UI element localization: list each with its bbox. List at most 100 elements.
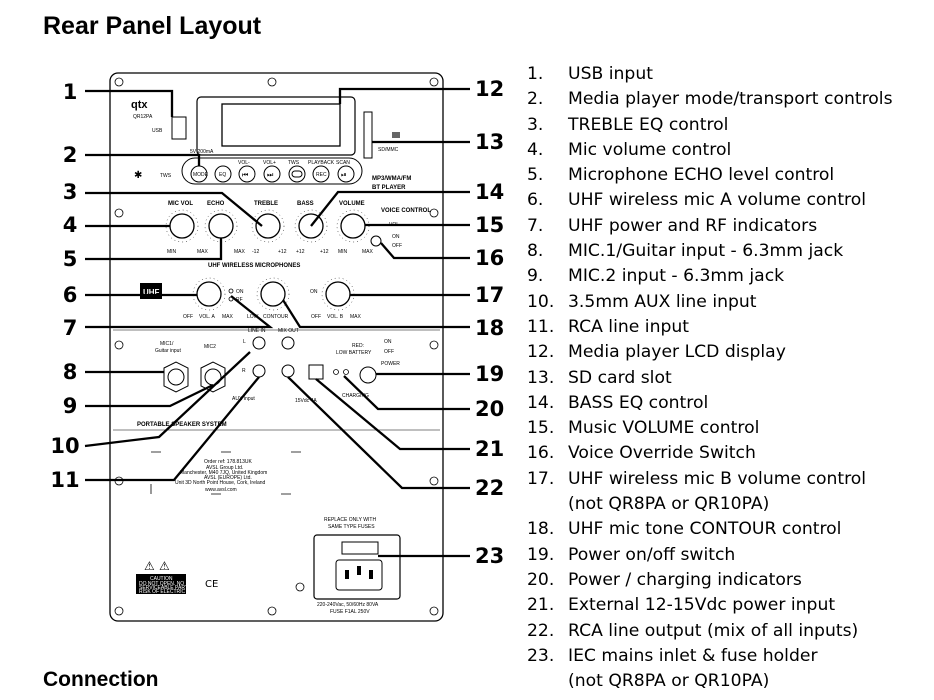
scale-label: MIN [338, 249, 348, 255]
legend-number: 23. [527, 645, 555, 666]
legend-item: 6.UHF wireless mic A volume control [527, 188, 893, 213]
rca-mix-out-left[interactable] [281, 336, 295, 350]
next-button[interactable]: ⏭ [263, 165, 281, 183]
sd-card-slot[interactable] [363, 111, 373, 159]
callout-leader [310, 190, 470, 227]
contour-label: CONTOUR [263, 314, 289, 320]
play-pause-button[interactable]: ⏯ [337, 165, 355, 183]
legend-text: UHF wireless mic A volume control [568, 190, 867, 211]
legend-item: 20.Power / charging indicators [527, 568, 893, 593]
scale-label: MAX [234, 249, 246, 255]
usb-port[interactable] [171, 116, 187, 140]
player-label: MP3/WMA/FM [372, 176, 411, 182]
rec-button[interactable]: REC [312, 165, 330, 183]
mic1-label: MIC1/ [160, 341, 174, 347]
warning-icon: ⚠ [159, 559, 170, 573]
power-label: POWER [381, 361, 400, 367]
rca-line-in-left[interactable] [252, 336, 266, 350]
iec-socket[interactable] [335, 559, 383, 591]
media-player-module [196, 96, 356, 156]
legend-item: 8.MIC.1/Guitar input - 6.3mm jack [527, 239, 893, 264]
callout-number: 21 [475, 437, 504, 461]
legend-item: 4.Mic volume control [527, 138, 893, 163]
callout-leader [287, 376, 470, 490]
legend-text-continued: (not QR8PA or QR10PA) [568, 671, 770, 692]
legend-text: 3.5mm AUX line input [568, 291, 757, 312]
fuse-holder[interactable] [341, 541, 379, 555]
screw-hole [267, 77, 277, 87]
prev-button[interactable]: ⏮ [238, 165, 256, 183]
scale-label: MAX [197, 249, 209, 255]
legend-item: 9.MIC.2 input - 6.3mm jack [527, 264, 893, 289]
legend-item: 12.Media player LCD display [527, 340, 893, 365]
caution-label [136, 574, 186, 594]
callout-number: 11 [50, 468, 79, 492]
repeat-icon [291, 170, 303, 178]
legend-number: 13. [527, 367, 555, 388]
legend-number: 15. [527, 418, 555, 439]
legend-item: 10.3.5mm AUX line input [527, 290, 893, 315]
scale-label: MAX [362, 249, 374, 255]
legend-number: 20. [527, 569, 555, 590]
mic1-jack[interactable] [163, 361, 189, 393]
callout-number: 5 [63, 247, 78, 271]
callout-leader [85, 238, 223, 261]
fuse-header-2: SAME TYPE FUSES [328, 524, 375, 530]
legend-item: 2.Media player mode/transport controls [527, 87, 893, 112]
voice-override-switch[interactable] [370, 235, 382, 247]
legend-text: RCA line input [568, 316, 690, 337]
legend-number: 3. [527, 114, 544, 135]
aux-label: AUX Input [232, 396, 255, 402]
player-key-label: TWS [288, 160, 300, 166]
voice-on-label: ON [392, 234, 400, 240]
player-label-2: BT PLAYER [372, 185, 406, 191]
player-key-label: PLAYBACK [308, 160, 335, 166]
player-key-label: VOL+ [263, 160, 276, 166]
address-line: AVSL Group Ltd. [206, 465, 243, 471]
portable-label: PORTABLE SPEAKER SYSTEM [137, 422, 227, 428]
uhf-badge-label: UHF [143, 288, 160, 297]
scale-label: MIN [167, 249, 177, 255]
legend-number: 17. [527, 468, 555, 489]
lcd-display [221, 103, 341, 147]
legend-text: SD card slot [568, 367, 672, 388]
callout-number: 9 [63, 394, 78, 418]
section-heading: Connection [43, 668, 159, 691]
treble-knob[interactable] [251, 209, 285, 243]
next-icon: ⏭ [267, 171, 274, 179]
legend-text: Microphone ECHO level control [568, 165, 835, 186]
mode-button-label: MODE [193, 172, 209, 178]
legend-text: RCA line output (mix of all inputs) [568, 620, 859, 641]
callout-number: 2 [63, 143, 78, 167]
legend-text: BASS EQ control [568, 392, 709, 413]
usb-rating: 5V 200mA [190, 149, 214, 155]
legend-number: 11. [527, 316, 555, 337]
legend-number: 19. [527, 544, 555, 565]
callout-number: 13 [475, 130, 504, 154]
callout-number: 6 [63, 283, 78, 307]
legend-item: 14.BASS EQ control [527, 391, 893, 416]
repeat-button[interactable] [288, 165, 306, 183]
legend-item: 23.IEC mains inlet & fuse holder(not QR8… [527, 644, 893, 695]
callout-number: 17 [475, 283, 504, 307]
callout-number: 8 [63, 360, 78, 384]
scale-label: +12 [278, 249, 287, 255]
eq-button-label: EQ [219, 172, 226, 178]
eq-button[interactable]: EQ [214, 165, 232, 183]
callout-number: 16 [475, 246, 504, 270]
dc-label: 15Vdc 4A [295, 398, 317, 404]
address-line: Manchester, M40 7JQ, United Kingdom [180, 470, 267, 476]
bass-knob[interactable] [294, 209, 328, 243]
uhf-contour-knob[interactable] [256, 277, 290, 311]
callout-number: 7 [63, 316, 78, 340]
mix-out-label: MIX OUT [278, 328, 299, 334]
screw-hole [114, 77, 124, 87]
callout-number: 12 [475, 77, 504, 101]
uhf-knob-row [192, 277, 355, 311]
vol-a-label: VOL. A [199, 314, 216, 320]
warning-icon: ⚠ [144, 559, 155, 573]
power-on-label: ON [384, 339, 392, 345]
screw-hole [267, 606, 277, 616]
off-label: OFF [183, 314, 193, 320]
legend-text: Power on/off switch [568, 544, 736, 565]
